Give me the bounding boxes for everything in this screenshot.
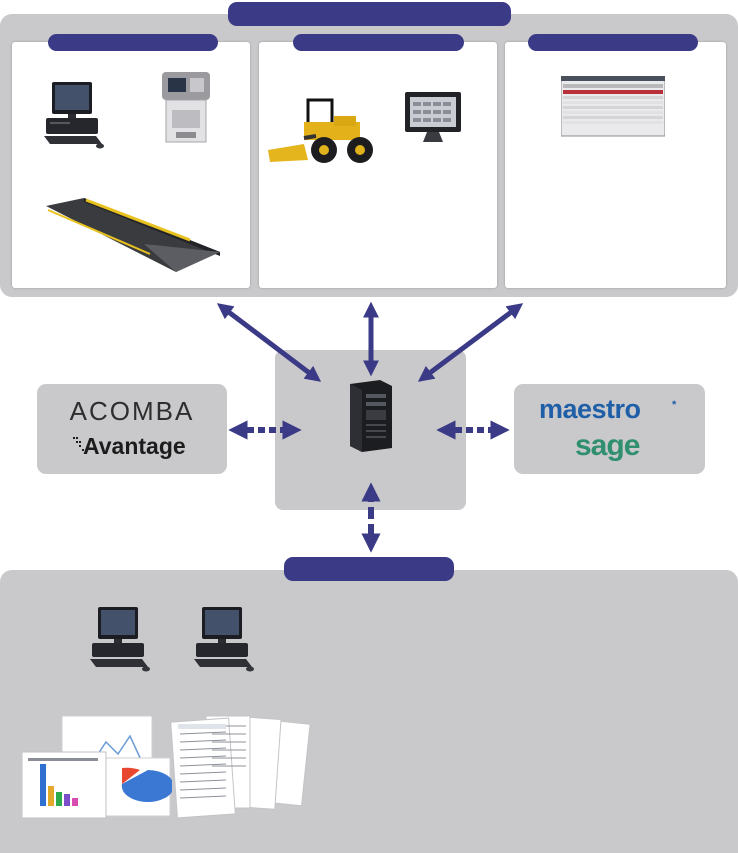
onboard-display-icon	[405, 92, 461, 142]
maestro-logo: maestro	[539, 394, 641, 424]
bottom-title-bar	[284, 557, 454, 581]
workstation-1-icon	[90, 607, 150, 672]
software-screen-icon	[561, 76, 665, 137]
maestro-star-icon: *	[672, 399, 677, 411]
truck-scale-icon	[46, 198, 220, 272]
workstation-2-icon	[194, 607, 254, 672]
report-charts-icon	[22, 715, 172, 819]
report-documents-icon	[170, 715, 310, 819]
top-title-bar	[228, 2, 511, 26]
sage-logo: sage	[575, 429, 640, 462]
panel-title-bar-2	[293, 34, 464, 51]
wheel-loader-icon	[268, 98, 373, 163]
avantage-mark-icon	[73, 437, 84, 451]
avantage-logo: Avantage	[83, 433, 186, 459]
computer-icon	[44, 82, 104, 149]
accounting-box-left	[37, 384, 227, 474]
panel-title-bar-1	[48, 34, 218, 51]
panel-title-bar-3	[528, 34, 698, 51]
panel-mobile-equipment	[259, 42, 497, 288]
kiosk-terminal-icon	[162, 72, 210, 143]
accounting-box-right	[514, 384, 705, 474]
acomba-logo: ACOMBA	[69, 396, 195, 426]
server-tower-icon	[350, 380, 392, 452]
